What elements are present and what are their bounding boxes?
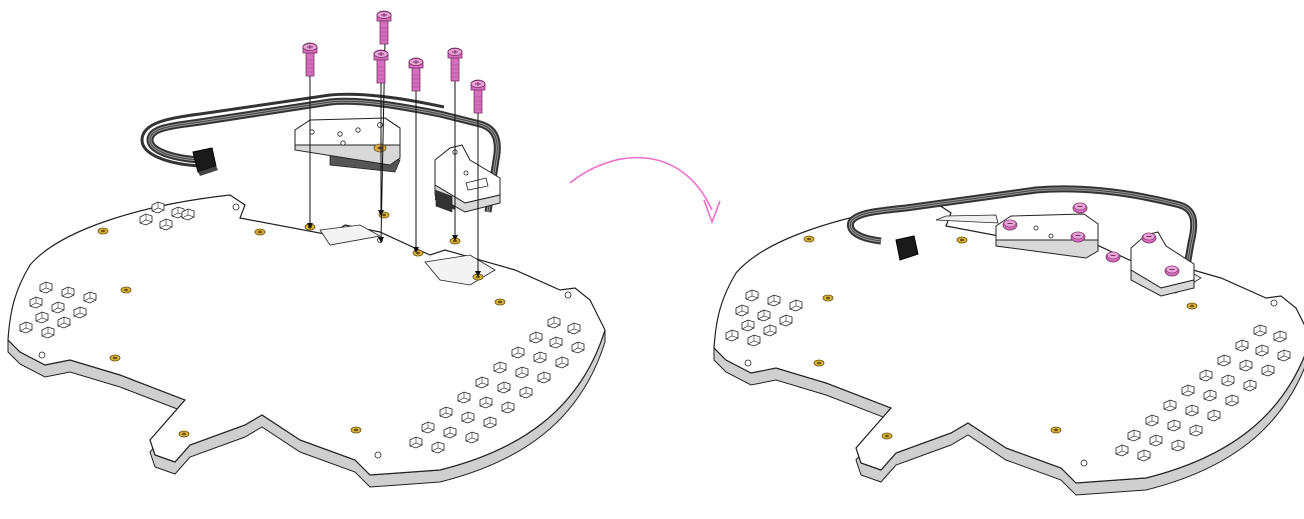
screw-icon bbox=[1164, 265, 1180, 277]
insert-icon bbox=[109, 354, 121, 362]
arrow-icon bbox=[569, 156, 713, 211]
screw-icon bbox=[1070, 231, 1086, 243]
insert-icon bbox=[956, 236, 968, 244]
insert-icon bbox=[254, 228, 266, 236]
insert-icon bbox=[178, 430, 190, 438]
screw-icon bbox=[447, 47, 463, 82]
insert-icon bbox=[120, 286, 132, 294]
insert-icon bbox=[412, 249, 424, 257]
insert-icon bbox=[494, 298, 506, 306]
transition-arrow bbox=[569, 156, 721, 225]
base-plate bbox=[7, 194, 606, 488]
step-after bbox=[713, 185, 1304, 496]
insert-icon bbox=[1050, 426, 1062, 434]
cable-harness bbox=[140, 92, 501, 213]
step-before bbox=[7, 10, 606, 488]
insert-icon bbox=[472, 273, 484, 281]
screw-icon bbox=[373, 49, 389, 84]
bracket-2 bbox=[1130, 231, 1195, 297]
screw-icon bbox=[376, 10, 392, 45]
screw-icon bbox=[1141, 232, 1157, 244]
exploded-screws bbox=[302, 10, 486, 277]
screw-icon bbox=[1002, 219, 1018, 231]
bracket-1 bbox=[294, 117, 401, 173]
screw-icon bbox=[408, 57, 424, 92]
connector-icon bbox=[895, 235, 919, 261]
insert-icon bbox=[350, 426, 362, 434]
screw-icon bbox=[470, 79, 486, 114]
connector-icon bbox=[192, 147, 218, 176]
insert-icon bbox=[822, 294, 834, 302]
bracket-1 bbox=[935, 202, 1099, 259]
insert-icon bbox=[803, 235, 815, 243]
screw-icon bbox=[302, 42, 318, 77]
insert-icon bbox=[449, 237, 461, 245]
insert-icon bbox=[1186, 302, 1198, 310]
cable-harness bbox=[846, 185, 1198, 284]
screw-icon bbox=[1072, 202, 1088, 214]
bracket-2 bbox=[434, 144, 501, 213]
insert-icon bbox=[881, 432, 893, 440]
screw-icon bbox=[1105, 251, 1121, 263]
insert-icon bbox=[97, 227, 109, 235]
insert-icon bbox=[813, 359, 825, 367]
